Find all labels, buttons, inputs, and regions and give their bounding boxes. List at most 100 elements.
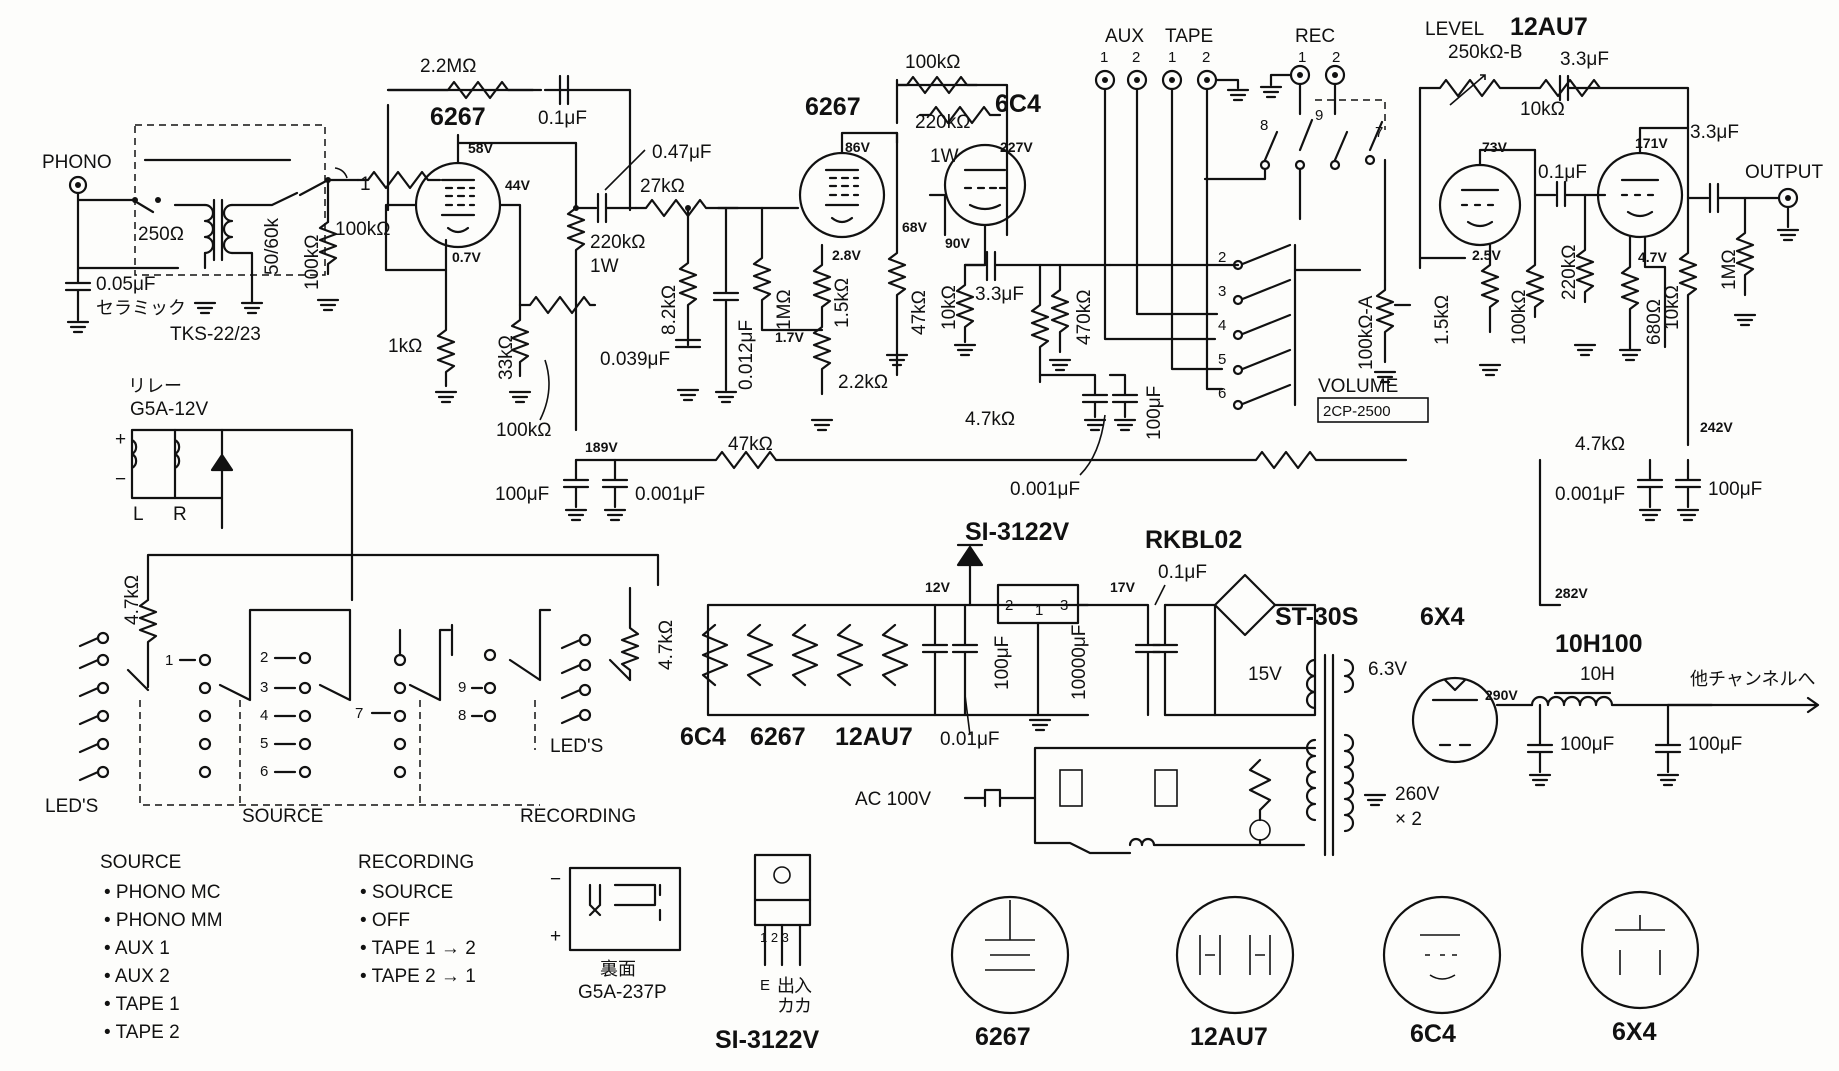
svg-text:290V: 290V [1485,687,1518,703]
svg-text:4: 4 [1218,317,1226,334]
svg-text:SOURCE: SOURCE [100,852,181,873]
svg-text:4.7kΩ: 4.7kΩ [656,620,677,670]
svg-text:SI-3122V: SI-3122V [965,518,1070,546]
svg-text:1: 1 [165,652,173,669]
line-amp-12au7: LEVEL 12AU7 250kΩ-B 3.3μF 10kΩ 73V 2.5V … [1418,13,1824,447]
aux2-jack[interactable] [1126,69,1148,91]
svg-text:AUX: AUX [1105,26,1144,47]
svg-text:6C4: 6C4 [680,723,726,751]
svg-text:SOURCE: SOURCE [242,806,323,827]
svg-text:680Ω: 680Ω [1644,299,1665,345]
stage1-6267: 100kΩ 2.2MΩ 0.1μF 6267 58V 44V 0.7V 1kΩ … [335,56,740,441]
svg-text:2: 2 [1218,249,1226,266]
svg-text:ST-30S: ST-30S [1275,603,1358,631]
svg-text:3.3μF: 3.3μF [1560,49,1609,70]
svg-text:RECORDING: RECORDING [520,806,636,827]
legend-recording-item: • TAPE 1 → 2 [360,938,476,959]
svg-text:6C4: 6C4 [1410,1020,1456,1048]
svg-text:6X4: 6X4 [1612,1018,1657,1046]
svg-text:10kΩ: 10kΩ [1520,99,1565,120]
svg-text:33kΩ: 33kΩ [496,335,517,380]
svg-text:2: 2 [1132,49,1140,66]
svg-text:1 2 3: 1 2 3 [760,930,789,945]
svg-text:2.2MΩ: 2.2MΩ [420,56,476,77]
svg-text:5: 5 [1218,351,1226,368]
svg-text:10000μF: 10000μF [1069,625,1090,700]
legend-recording-item: • OFF [360,910,410,931]
svg-text:171V: 171V [1635,135,1668,151]
tape2-jack[interactable] [1196,69,1218,91]
svg-text:100μF: 100μF [992,636,1013,690]
svg-text:2.8V: 2.8V [832,247,861,263]
svg-text:4.7kΩ: 4.7kΩ [122,575,143,625]
svg-text:250kΩ-B: 250kΩ-B [1448,42,1522,63]
pinout-6c4: 6C4 [1382,895,1502,1048]
legend-source-item: • AUX 1 [104,938,170,959]
svg-text:100kΩ: 100kΩ [905,52,960,73]
svg-text:2: 2 [260,649,268,666]
output-jack[interactable] [1777,187,1799,209]
svg-text:0.001μF: 0.001μF [1555,484,1625,505]
svg-text:LED'S: LED'S [45,796,98,817]
svg-text:9: 9 [458,679,466,696]
svg-text:100μF: 100μF [1688,734,1742,755]
pinouts: + − + 裏面 G5A-237P 1 2 3 E 出 入 カ カ SI-312… [550,853,1700,1054]
svg-text:6X4: 6X4 [1420,603,1465,631]
recording-leds: 4.7kΩ [560,586,677,725]
svg-text:100kΩ-A: 100kΩ-A [1356,295,1377,370]
led-column-left [78,631,150,782]
svg-text:470kΩ: 470kΩ [1074,290,1095,345]
heater-supply: 6C4 6267 12AU7 100μF 0.01μF 12V SI-3122V… [680,518,1317,751]
rec2-jack[interactable] [1324,64,1346,86]
svg-text:100kΩ: 100kΩ [335,219,390,240]
svg-text:AC 100V: AC 100V [855,789,931,810]
stage2-6267: 8.2kΩ 0.039μF 0.012μF 1MΩ 1.7V 6267 86V … [600,78,979,432]
svg-text:15V: 15V [1248,664,1282,685]
svg-text:100μF: 100μF [1144,386,1165,440]
svg-text:LED'S: LED'S [550,736,603,757]
svg-text:3: 3 [260,679,268,696]
svg-text:282V: 282V [1555,585,1588,601]
svg-text:−: − [550,869,561,890]
svg-text:27kΩ: 27kΩ [640,176,685,197]
svg-text:3.3μF: 3.3μF [1690,122,1739,143]
svg-text:TAPE: TAPE [1165,26,1213,47]
svg-text:REC: REC [1295,26,1335,47]
svg-text:3.3μF: 3.3μF [975,284,1024,305]
power-section: ST-30S 6.3V 6X4 290V 260V × 2 AC 100V 10… [855,603,1820,857]
svg-text:カ: カ [794,996,812,1017]
svg-text:260V: 260V [1395,784,1440,805]
svg-text:47kΩ: 47kΩ [728,434,773,455]
svg-text:6267: 6267 [430,103,486,131]
aux1-jack[interactable] [1094,69,1116,91]
mains-fuse-b [1154,769,1178,807]
regulator-pinout: 1 2 3 E 出 入 カ カ SI-3122V [715,853,820,1054]
svg-text:0.05μF: 0.05μF [96,274,156,295]
svg-text:1: 1 [1298,49,1306,66]
svg-text:2: 2 [1005,597,1013,614]
svg-text:1: 1 [360,174,371,195]
svg-text:10kΩ: 10kΩ [939,285,960,330]
rec1-jack[interactable] [1289,64,1311,86]
svg-text:出: 出 [777,976,795,997]
svg-text:50/60k: 50/60k [262,217,283,275]
svg-text:4.7kΩ: 4.7kΩ [1575,434,1625,455]
svg-text:2: 2 [1332,49,1340,66]
svg-text:TKS-22/23: TKS-22/23 [170,324,261,345]
svg-text:100μF: 100μF [495,484,549,505]
svg-text:8: 8 [458,707,466,724]
svg-text:8: 8 [1260,117,1268,134]
svg-text:47kΩ: 47kΩ [909,290,930,335]
tape1-jack[interactable] [1161,69,1183,91]
svg-text:G5A-12V: G5A-12V [130,399,208,420]
svg-text:6267: 6267 [805,93,861,121]
phono-input-section: PHONO 250Ω 50/60k TKS-22/23 0.05μF セラミック… [42,124,371,345]
legend-source-item: • PHONO MM [104,910,223,931]
svg-text:9: 9 [1315,107,1323,124]
svg-text:RECORDING: RECORDING [358,852,474,873]
svg-text:5: 5 [260,735,268,752]
legend-source-item: • PHONO MC [104,882,220,903]
svg-text:RKBL02: RKBL02 [1145,526,1242,554]
legend-source-item: • AUX 2 [104,966,170,987]
